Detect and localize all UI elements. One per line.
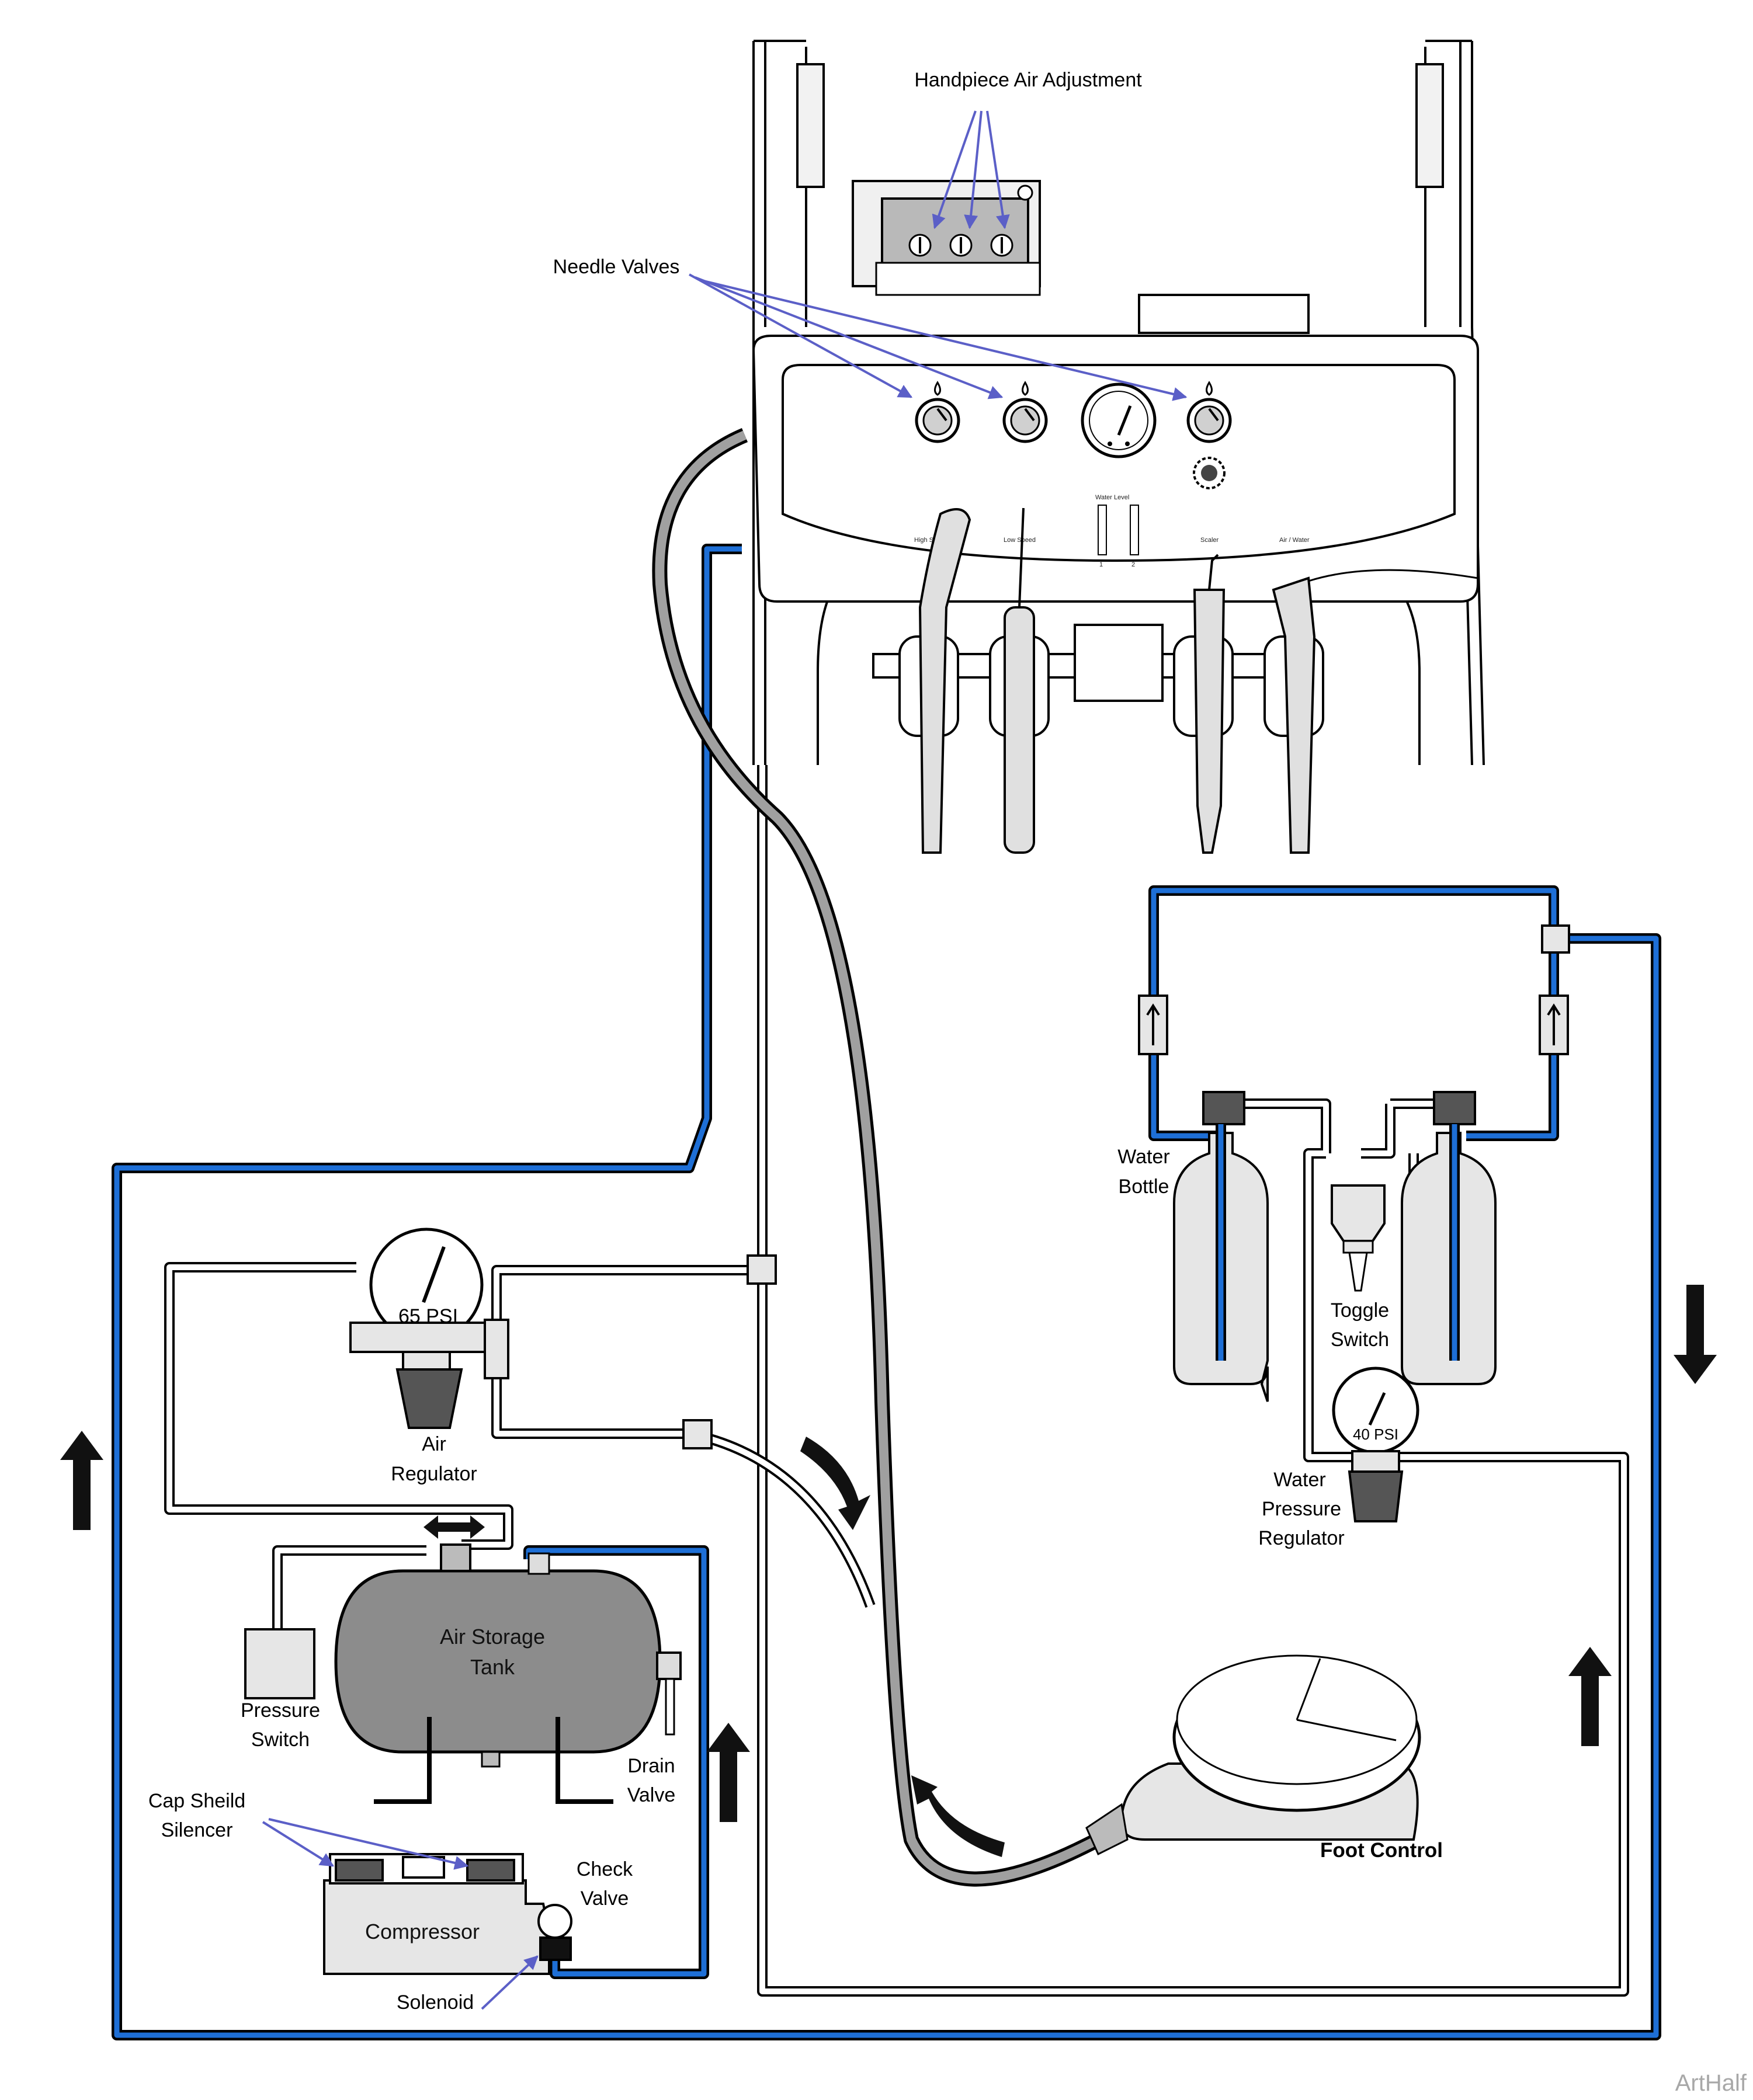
drain-valve[interactable] [656,1652,682,1736]
tee-fitting [682,1419,713,1449]
arrow-up-icon [1568,1647,1612,1746]
inline-filter [1539,995,1569,1055]
water-pressure-regulator-label-2: Pressure [1262,1498,1341,1520]
pressure-switch-label-2: Switch [251,1729,310,1751]
air-storage-tank[interactable] [334,1543,662,1804]
air-regulator-label-1: Air [422,1433,446,1455]
solenoid[interactable] [539,1936,572,1961]
needle-valve-knob[interactable] [915,381,960,443]
air-water-text: Air / Water [1279,537,1310,544]
water-pressure-regulator[interactable] [1332,1367,1419,1522]
tee-fitting [1541,924,1570,954]
panel-text: High S Low Speed Water Level 1 2 Scaler … [914,494,1310,568]
toggle-switch-label-1: Toggle [1331,1299,1389,1322]
callout-arrows [262,110,1188,2010]
adjustment-knob[interactable] [990,234,1013,257]
water-level-mark-2: 2 [1131,561,1135,568]
curved-arrow-icon [800,1437,870,1530]
low-speed-handpiece[interactable] [1004,507,1035,854]
air-storage-tank-label-2: Tank [470,1655,515,1679]
water-pressure-regulator-label-1: Water [1273,1469,1325,1491]
water-pressure-regulator-label-3: Regulator [1258,1527,1344,1549]
arrow-down-icon [1674,1285,1717,1384]
drain-valve-label-2: Valve [627,1784,676,1806]
top-bracket [1138,294,1310,334]
adjustment-knob[interactable] [908,234,932,257]
check-valve-label-2: Valve [581,1887,629,1910]
air-regulator-label-2: Regulator [391,1463,477,1485]
water-level-mark-1: 1 [1099,561,1103,568]
tee-fitting [747,1254,777,1285]
needle-valve-knob[interactable] [1002,381,1048,443]
high-speed-handpiece[interactable] [918,508,971,854]
labels: Handpiece Air Adjustment Needle Valves W… [148,69,1443,2014]
cap-shield-silencer-label-1: Cap Sheild [148,1790,245,1812]
handpiece-air-adjustment-label: Handpiece Air Adjustment [914,69,1142,91]
low-speed-text: Low Speed [1004,537,1036,544]
foot-control[interactable] [1085,1654,1421,1856]
temperature-dial[interactable] [1193,457,1226,489]
check-valve[interactable] [537,1904,572,1939]
compressor-label: Compressor [365,1920,480,1943]
water-bottle[interactable] [1401,1091,1497,1385]
pressure-switch[interactable] [244,1628,315,1699]
foot-control-hose [652,428,1125,1887]
handpiece-air-adjustment-block[interactable] [852,180,1041,296]
check-valve-label-1: Check [577,1858,633,1880]
solenoid-label: Solenoid [397,1991,474,2014]
compressor[interactable] [323,1853,550,1975]
pressure-switch-label-1: Pressure [241,1699,320,1722]
watermark: ArtHalf [1675,2070,1747,2096]
water-level-text: Water Level [1095,494,1129,501]
needle-valves-label: Needle Valves [553,256,680,278]
gauge-40-psi-label: 40 PSI [1353,1426,1398,1443]
foot-control-label: Foot Control [1320,1839,1443,1862]
arrow-up-icon [60,1431,103,1530]
air-water-syringe[interactable] [1272,569,1478,854]
cap-shield-silencer-label-2: Silencer [161,1819,233,1841]
water-bottle-label-2: Bottle [1119,1176,1169,1198]
toggle-switch-label-2: Switch [1331,1329,1389,1351]
air-lines [164,765,1629,1997]
air-regulator[interactable] [349,1228,509,1429]
head-pressure-gauge [1081,383,1157,458]
water-bottle[interactable] [1173,1091,1269,1402]
inline-filter [1138,995,1168,1055]
gauge-65-psi-label: 65 PSI [398,1305,458,1327]
curved-arrow-icon [911,1775,1005,1857]
control-head [752,335,1479,603]
arrow-up-icon [707,1723,750,1822]
scaler-text: Scaler [1200,537,1219,544]
high-speed-text: High S [914,537,933,544]
double-arrow-icon [424,1515,485,1539]
drain-valve-label-1: Drain [627,1755,675,1777]
air-storage-tank-label-1: Air Storage [440,1625,545,1649]
toggle-switch[interactable] [1331,1184,1386,1292]
adjustment-knob[interactable] [949,234,973,257]
needle-valve-knob[interactable] [1186,381,1232,443]
water-bottle-label-1: Water [1117,1146,1169,1168]
scaler-handpiece[interactable] [1193,554,1226,854]
